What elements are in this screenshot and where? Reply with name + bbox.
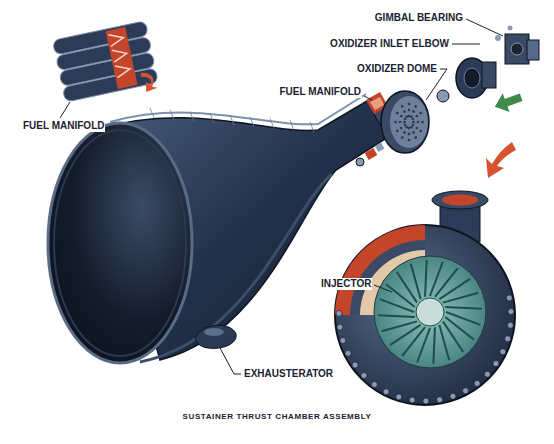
part-label: OXIDIZER INLET ELBOW <box>329 38 450 50</box>
oxidizer-dome <box>381 91 429 153</box>
injector-parts <box>356 142 384 166</box>
part-label: INJECTOR <box>320 278 372 290</box>
part-label: EXHAUSTERATOR <box>243 368 334 380</box>
figure-caption: SUSTAINER THRUST CHAMBER ASSEMBLY <box>0 412 554 421</box>
leader-lines <box>364 19 503 292</box>
injector-assembly <box>335 191 515 405</box>
exhausterator <box>196 325 237 348</box>
gimbal-bearing <box>495 26 539 65</box>
part-label: GIMBAL BEARING <box>374 12 464 24</box>
part-label: FUEL MANIFOLD <box>22 120 105 132</box>
oxidizer-inlet-elbow <box>437 58 496 102</box>
part-label: FUEL MANIFOLD <box>279 86 362 98</box>
fuel-manifold-inset <box>52 21 159 109</box>
part-label: OXIDIZER DOME <box>356 63 438 75</box>
